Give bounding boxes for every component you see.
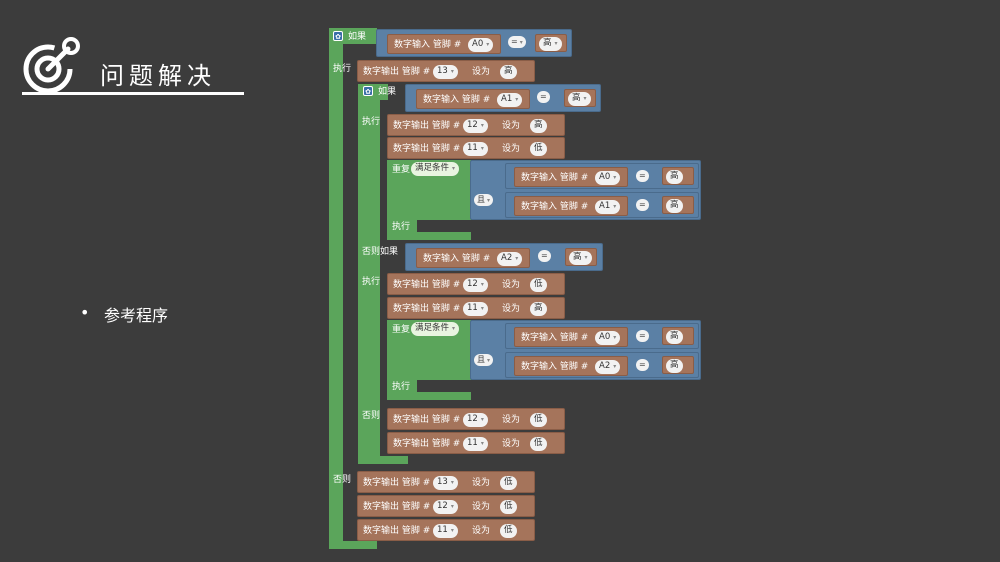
compare-block[interactable]: 数字输入 管脚 # A2▾ = 高▾	[405, 243, 603, 271]
value-field[interactable]: 高▾	[539, 37, 562, 51]
logic-dropdown[interactable]: 且▾	[474, 194, 494, 206]
digital-write-block[interactable]: 数字输出 管脚 # 11▾ 设为 低	[357, 519, 535, 541]
value-field[interactable]: 低	[530, 413, 547, 427]
pin-field[interactable]: 12▾	[463, 119, 488, 133]
value-field[interactable]: 低	[500, 500, 517, 514]
digital-write-block[interactable]: 数字输出 管脚 # 11▾ 设为 低	[387, 432, 565, 454]
pin-field[interactable]: A0▾	[468, 38, 494, 52]
value-field[interactable]: 低	[500, 476, 517, 490]
digital-write-block[interactable]: 数字输出 管脚 # 12▾ 设为 高	[387, 114, 565, 136]
logic-and-block[interactable]: 且▾ 数字输入 管脚 # A0▾ = 高 数字输入 管脚 # A1▾ = 高	[470, 160, 701, 220]
page-title: 问题解决	[100, 62, 216, 90]
value-field[interactable]: 高	[666, 330, 683, 344]
digital-write-block[interactable]: 数字输出 管脚 # 11▾ 设为 高	[387, 297, 565, 319]
pin-field[interactable]: 13▾	[433, 65, 458, 79]
digital-write-block[interactable]: 数字输出 管脚 # 11▾ 设为 低	[387, 137, 565, 159]
value-field[interactable]: 低	[500, 524, 517, 538]
value-field[interactable]: 高	[666, 170, 683, 184]
pin-field[interactable]: 11▾	[433, 524, 458, 538]
pin-field[interactable]: A1▾	[595, 200, 621, 214]
operator-dropdown[interactable]: =	[636, 170, 649, 182]
digital-read-block[interactable]: 数字输入 管脚 # A0▾	[387, 34, 501, 54]
mode-dropdown[interactable]: 满足条件▾	[411, 322, 460, 336]
value-field[interactable]: 高	[530, 302, 547, 316]
if-label: 如果	[348, 32, 367, 42]
settings-gear-icon[interactable]: ✿	[333, 31, 343, 41]
digital-write-block[interactable]: 数字输出 管脚 # 12▾ 设为 低	[387, 273, 565, 295]
pin-field[interactable]: A2▾	[595, 360, 621, 374]
value-field[interactable]: 高▾	[569, 251, 592, 265]
logic-dropdown[interactable]: 且▾	[474, 354, 494, 366]
operator-dropdown[interactable]: =	[636, 199, 649, 211]
operator-dropdown[interactable]: =	[537, 91, 550, 103]
operator-dropdown[interactable]: =▾	[508, 36, 526, 48]
value-field[interactable]: 低	[530, 437, 547, 451]
value-field[interactable]: 高	[500, 65, 517, 79]
value-field[interactable]: 低	[530, 278, 547, 292]
pin-field[interactable]: A1▾	[497, 93, 523, 107]
value-field[interactable]: 高▾	[568, 92, 591, 106]
title-underline	[22, 92, 244, 95]
logic-and-block[interactable]: 且▾ 数字输入 管脚 # A0▾ = 高 数字输入 管脚 # A2▾ = 高	[470, 320, 701, 380]
operator-dropdown[interactable]: =	[636, 359, 649, 371]
digital-write-block[interactable]: 数字输出 管脚 # 12▾ 设为 低	[387, 408, 565, 430]
mode-dropdown[interactable]: 满足条件▾	[411, 162, 460, 176]
pin-field[interactable]: A0▾	[595, 171, 621, 185]
value-field[interactable]: 高	[530, 119, 547, 133]
bullet-text: 参考程序	[104, 306, 169, 325]
digital-write-block[interactable]: 数字输出 管脚 # 13▾ 设为 低	[357, 471, 535, 493]
do-label: 执行	[333, 64, 352, 74]
pin-field[interactable]: A2▾	[497, 252, 523, 266]
else-label: 否则	[333, 475, 352, 485]
settings-gear-icon[interactable]: ✿	[363, 86, 373, 96]
operator-dropdown[interactable]: =	[538, 250, 551, 262]
value-field[interactable]: 低	[530, 142, 547, 156]
bullet-dot: •	[80, 303, 90, 322]
pin-field[interactable]: 12▾	[463, 413, 488, 427]
pin-field[interactable]: 12▾	[433, 500, 458, 514]
pin-field[interactable]: 12▾	[463, 278, 488, 292]
value-field[interactable]: 高	[666, 199, 683, 213]
digital-write-block[interactable]: 数字输出 管脚 # 12▾ 设为 低	[357, 495, 535, 517]
value-field[interactable]: 高	[666, 359, 683, 373]
pin-field[interactable]: 11▾	[463, 142, 488, 156]
digital-write-block[interactable]: 数字输出 管脚 # 13▾ 设为 高	[357, 60, 535, 82]
compare-block[interactable]: 数字输入 管脚 # A1▾ = 高▾	[405, 84, 601, 112]
pin-field[interactable]: 13▾	[433, 476, 458, 490]
operator-dropdown[interactable]: =	[636, 330, 649, 342]
target-gear-icon	[23, 37, 80, 94]
pin-field[interactable]: 11▾	[463, 302, 488, 316]
pin-field[interactable]: A0▾	[595, 331, 621, 345]
compare-block[interactable]: 数字输入 管脚 # A0▾ =▾ 高▾	[376, 29, 572, 57]
pin-field[interactable]: 11▾	[463, 437, 488, 451]
